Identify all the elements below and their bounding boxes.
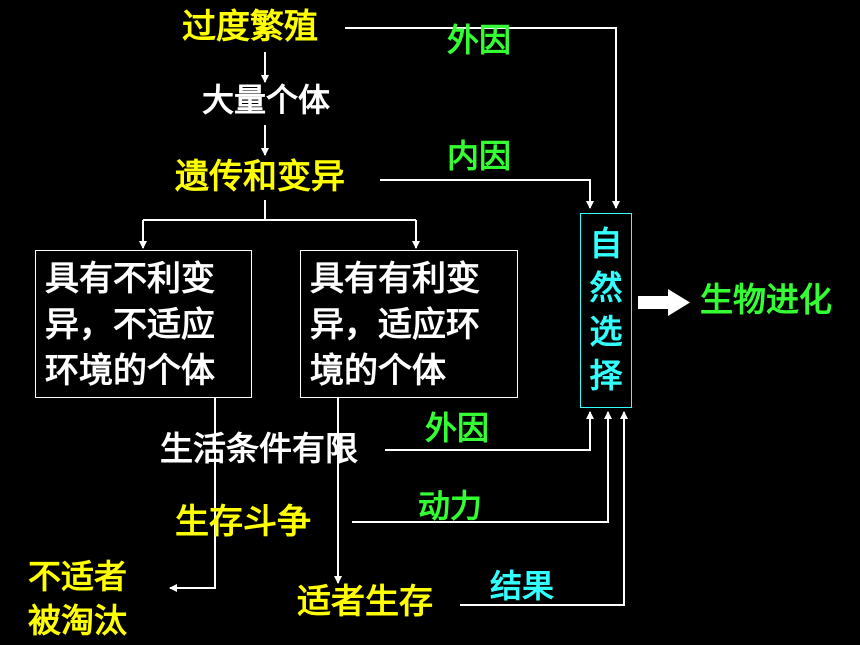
label-internal-cause: 内因 xyxy=(447,137,512,175)
label-result: 结果 xyxy=(490,567,555,605)
node-heredity-variation: 遗传和变异 xyxy=(175,157,345,197)
natural-selection-char-4: 择 xyxy=(589,356,623,395)
node-eliminated: 不适者 被淘汰 xyxy=(28,557,127,640)
node-overbreeding: 过度繁殖 xyxy=(182,7,318,47)
natural-selection-char-1: 自 xyxy=(589,224,623,263)
label-external-cause-1: 外因 xyxy=(447,21,512,59)
natural-selection-char-3: 选 xyxy=(589,312,623,351)
natural-selection-char-2: 然 xyxy=(589,268,623,307)
evolution-arrow xyxy=(638,289,690,316)
label-driving-force: 动力 xyxy=(418,487,483,525)
node-struggle: 生存斗争 xyxy=(175,502,311,542)
node-evolution: 生物进化 xyxy=(700,280,832,319)
unfavorable-variation-text: 具有不利变 异，不适应 环境的个体 xyxy=(45,259,215,391)
node-survival: 适者生存 xyxy=(297,582,433,622)
natural-selection-box xyxy=(580,213,632,408)
unfavorable-variation-box xyxy=(35,250,252,398)
node-many-individuals: 大量个体 xyxy=(202,81,331,119)
favorable-variation-text: 具有有利变 异，适应环 境的个体 xyxy=(310,259,480,391)
node-limited-conditions: 生活条件有限 xyxy=(160,429,358,468)
favorable-variation-box xyxy=(300,250,518,398)
label-external-cause-2: 外因 xyxy=(425,409,490,447)
